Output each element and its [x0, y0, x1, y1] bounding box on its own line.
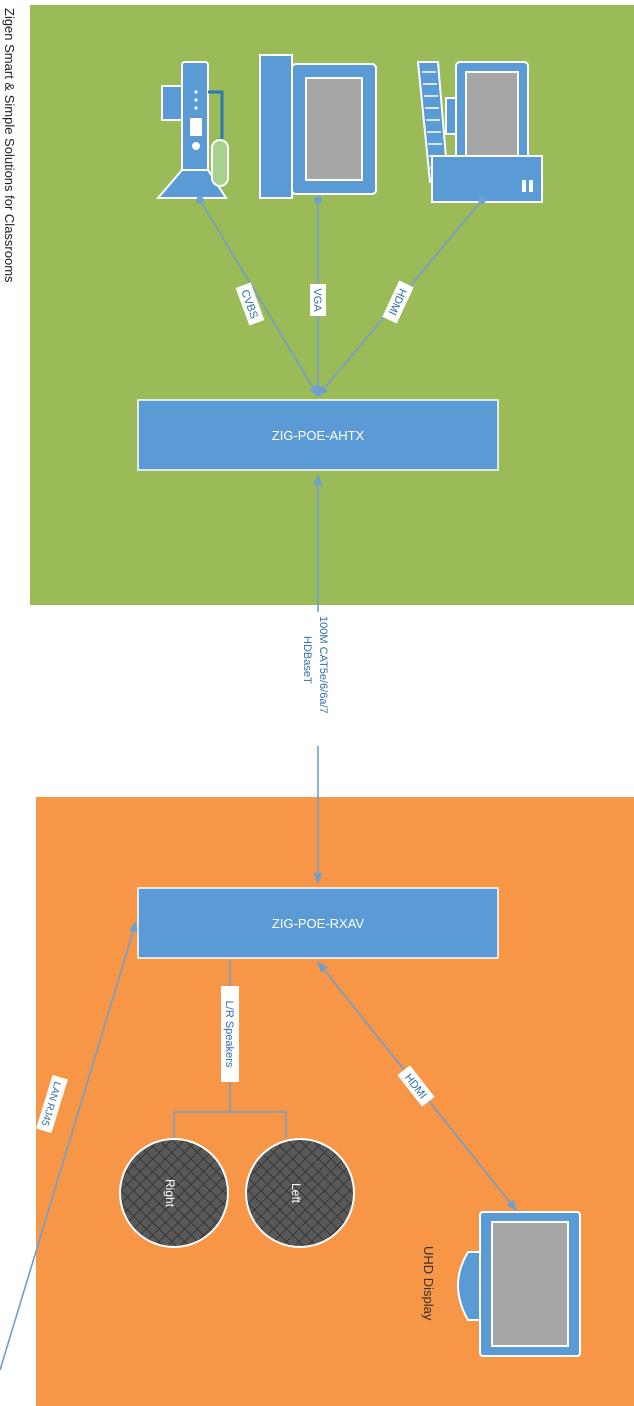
- transmitter-label: ZIG-POE-AHTX: [272, 428, 365, 443]
- document-camera-icon: [155, 61, 229, 199]
- link-protocol-label: HDBaseT: [301, 636, 313, 684]
- vga-label: VGA: [311, 288, 323, 312]
- speakers-label: L/R Speakers: [223, 1001, 235, 1068]
- link-cable-label: 100M CAT5e/6/6a/7: [317, 616, 329, 714]
- left-speaker: Left: [245, 1138, 355, 1248]
- uhd-display-icon: [457, 1211, 581, 1357]
- page-title: Zigen Smart & Simple Solutions for Class…: [2, 8, 17, 283]
- uhd-display-label: UHD Display: [421, 1246, 436, 1321]
- receiver-box: [137, 887, 499, 959]
- left-speaker-label: Left: [289, 1183, 303, 1204]
- transmitter-box: [137, 399, 499, 471]
- receiver-label: ZIG-POE-RXAV: [272, 916, 365, 931]
- right-speaker: Right: [119, 1138, 229, 1248]
- lan-line: [0, 920, 138, 1371]
- laptop-icon: [259, 54, 377, 199]
- cvbs-line: [196, 196, 319, 397]
- right-speaker-label: Right: [163, 1179, 177, 1208]
- desktop-pc-icon: [416, 61, 543, 203]
